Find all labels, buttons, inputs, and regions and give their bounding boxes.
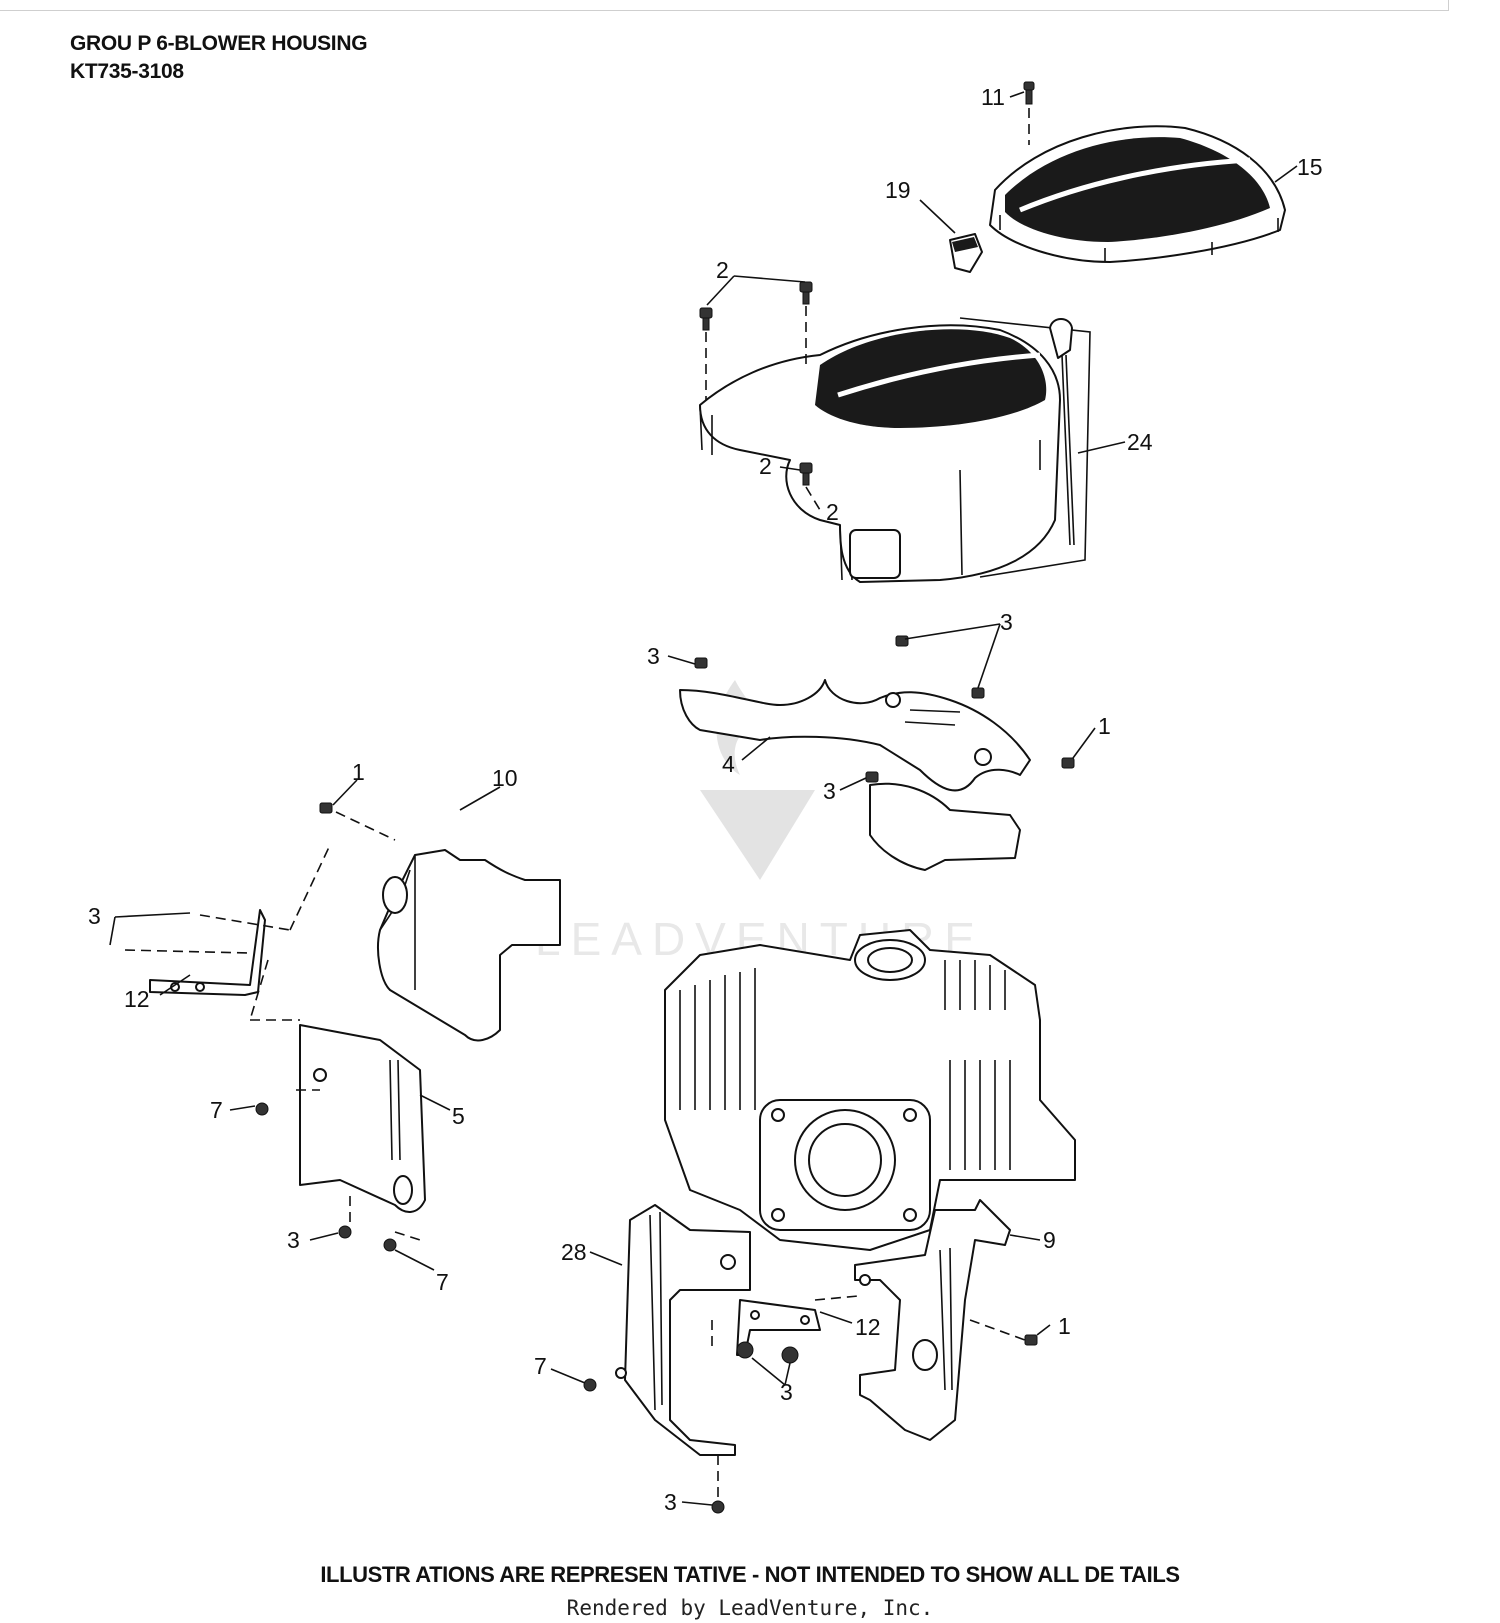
callout-12-a: 12 xyxy=(124,986,150,1012)
callout-4: 4 xyxy=(722,751,735,777)
callout-labels: 11 15 19 2 2 24 2 3 3 3 1 4 3 1 10 1 3 1… xyxy=(88,84,1323,1515)
callout-28: 28 xyxy=(561,1239,587,1265)
callout-3-a: 3 xyxy=(647,643,660,669)
callout-7-a: 7 xyxy=(210,1097,223,1123)
callout-15: 15 xyxy=(1297,154,1323,180)
model-number: KT735-3108 xyxy=(70,60,184,83)
engine-block[interactable] xyxy=(664,929,1076,1251)
part-15-grille-cover[interactable] xyxy=(989,125,1286,263)
part-4-baffle[interactable] xyxy=(679,679,1031,871)
rendered-by-credit: Rendered by LeadVenture, Inc. xyxy=(566,1596,934,1620)
part-19-clip[interactable] xyxy=(949,233,983,273)
top-frame-border xyxy=(0,0,1449,11)
part-11-screw[interactable] xyxy=(1023,81,1035,145)
watermark-v-icon xyxy=(700,790,815,880)
callout-3-c: 3 xyxy=(823,778,836,804)
diagram-title: GROU P 6-BLOWER HOUSING KT735-3108 xyxy=(70,30,368,86)
callout-11: 11 xyxy=(981,84,1005,110)
leader-lines xyxy=(109,91,1298,1506)
callout-24: 24 xyxy=(1127,429,1153,455)
callout-3-d: 3 xyxy=(88,903,101,929)
part-10-shroud[interactable] xyxy=(377,849,561,1042)
part-1-screws[interactable] xyxy=(319,802,1038,1346)
callout-3-b: 3 xyxy=(1000,609,1013,635)
callout-1-b: 1 xyxy=(352,759,365,785)
callout-9: 9 xyxy=(1043,1227,1056,1253)
part-7-nut-lower[interactable] xyxy=(583,1378,597,1392)
part-9-shroud[interactable] xyxy=(854,1199,1011,1441)
callout-2-side: 2 xyxy=(759,453,772,479)
callout-2-top: 2 xyxy=(716,257,729,283)
callout-3-e: 3 xyxy=(287,1227,300,1253)
part-7-nuts-left[interactable] xyxy=(255,1102,397,1252)
part-2-screws[interactable] xyxy=(699,281,821,511)
blower-housing[interactable] xyxy=(699,317,1091,583)
callout-5: 5 xyxy=(452,1103,465,1129)
group-title: GROU P 6-BLOWER HOUSING xyxy=(70,32,368,55)
disclaimer-text: ILLUSTR ATIONS ARE REPRESEN TATIVE - NOT… xyxy=(320,1562,1180,1587)
callout-10: 10 xyxy=(492,765,518,791)
callout-12-b: 12 xyxy=(855,1314,881,1340)
callout-3-g: 3 xyxy=(664,1489,677,1515)
part-12-bracket-right[interactable] xyxy=(736,1299,821,1356)
callout-19: 19 xyxy=(885,177,911,203)
part-3-bolts-baffle[interactable] xyxy=(694,635,1075,783)
part-28-shroud[interactable] xyxy=(615,1204,751,1456)
callout-1-a: 1 xyxy=(1098,713,1111,739)
callout-3-f: 3 xyxy=(780,1379,793,1405)
callout-1-extra: 1 xyxy=(1058,1313,1071,1339)
callout-2-small: 2 xyxy=(826,499,839,525)
callout-7-b: 7 xyxy=(436,1269,449,1295)
part-5-shroud[interactable] xyxy=(299,1024,426,1213)
part-24-dipstick[interactable] xyxy=(1049,318,1075,546)
callout-7-c: 7 xyxy=(534,1353,547,1379)
part-12-bracket-left[interactable] xyxy=(149,909,266,996)
